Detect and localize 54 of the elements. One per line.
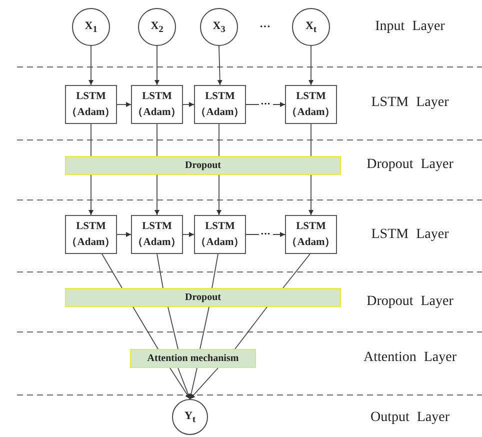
arrow [182, 102, 194, 107]
arrow [182, 232, 194, 237]
arrow [88, 46, 94, 86]
lstm-box: LSTM （Adam） [285, 85, 337, 124]
lstm-box: LSTM （Adam） [285, 215, 337, 254]
neuron-circle: X$_{t}$ [292, 8, 330, 46]
arrow [308, 46, 314, 86]
neuron-circle: X$_{2}$ [138, 8, 176, 46]
arrow [154, 46, 160, 86]
connector-line [212, 254, 218, 288]
layer-bar: Dropout [65, 288, 341, 307]
layer-label: Attention Layer [363, 350, 457, 366]
connector-line [234, 306, 268, 350]
lstm-box: LSTM （Adam） [131, 215, 183, 254]
arrow [154, 174, 160, 216]
lstm-box: LSTM （Adam） [131, 85, 183, 124]
connector-line [132, 306, 158, 350]
lstm-box: LSTM （Adam） [194, 215, 246, 254]
arrow [246, 232, 286, 237]
connector-line [218, 124, 220, 156]
layer-bar: Attention mechanism [130, 349, 256, 368]
layer-label: Dropout Layer [366, 294, 454, 310]
lstm-box: LSTM （Adam） [194, 85, 246, 124]
arrow [308, 174, 314, 216]
arrow [216, 174, 222, 216]
layer-label: Output Layer [370, 410, 450, 426]
arrow [188, 368, 198, 400]
lstm-box: LSTM （Adam） [65, 85, 117, 124]
arrow [178, 368, 191, 400]
connector-line [156, 254, 164, 288]
arrow [88, 174, 94, 216]
layer-label: LSTM Layer [371, 227, 449, 243]
arrow [217, 46, 222, 86]
neuron-circle: X$_{3}$ [200, 8, 238, 46]
connector-line [102, 254, 122, 288]
arrow [116, 102, 132, 107]
connector-line [168, 306, 178, 350]
layer-label: Input Layer [375, 19, 445, 35]
connector-line [90, 124, 92, 156]
layer-label: LSTM Layer [371, 95, 449, 111]
connector-line [310, 124, 312, 156]
connector-line [156, 124, 158, 156]
connector-line [200, 306, 210, 350]
layer-bar: Dropout [65, 156, 341, 175]
layer-label: Dropout Layer [366, 157, 454, 173]
connector-line [282, 254, 310, 288]
arrow [170, 368, 190, 400]
neuron-circle: X$_{1}$ [72, 8, 110, 46]
arrow [116, 232, 132, 237]
arrow [190, 368, 218, 400]
neuron-circle: Y$_{t}$ [172, 399, 208, 435]
arrow [246, 102, 286, 107]
lstm-box: LSTM （Adam） [65, 215, 117, 254]
ellipsis-label: ··· [260, 21, 270, 33]
